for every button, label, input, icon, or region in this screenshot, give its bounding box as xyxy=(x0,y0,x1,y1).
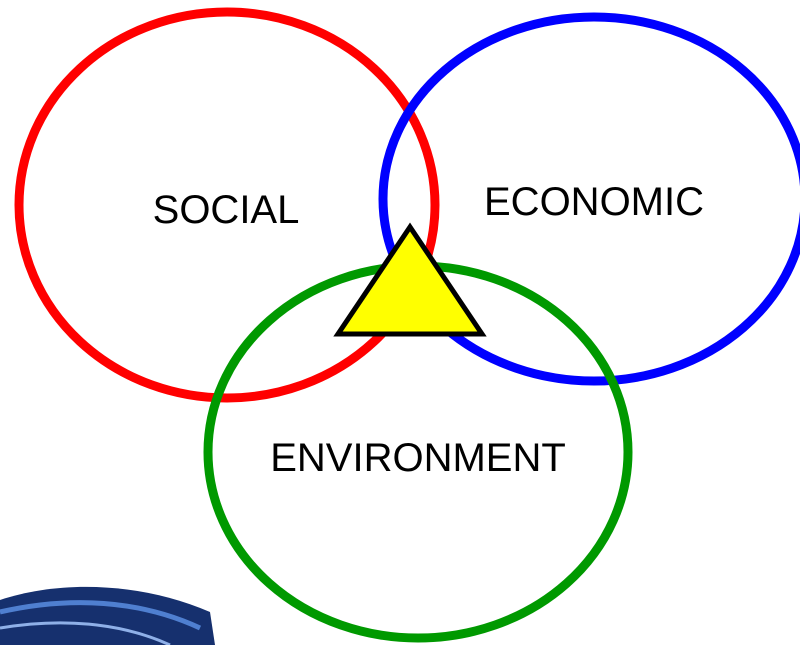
environment-label: ENVIRONMENT xyxy=(270,436,566,480)
social-label: SOCIAL xyxy=(153,188,300,232)
economic-label: ECONOMIC xyxy=(484,180,704,224)
corner-globe-decoration xyxy=(0,586,215,645)
center-triangle xyxy=(333,222,487,337)
social-circle xyxy=(14,7,440,403)
economic-circle xyxy=(378,12,800,386)
